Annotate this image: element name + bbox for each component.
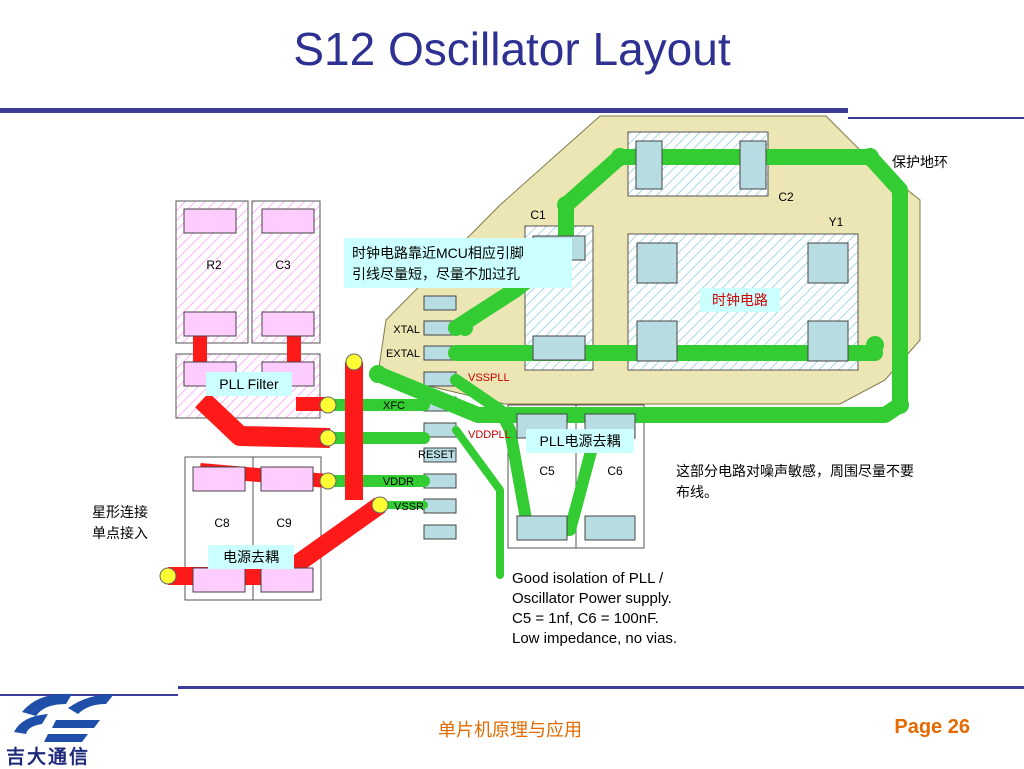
page-number: 26 (947, 716, 970, 738)
pin-reset-label: RESET (418, 449, 455, 461)
vias (159, 353, 389, 585)
noise-note-line1: 这部分电路对噪声敏感，周围尽量不要 (676, 463, 914, 479)
logo-text: 吉大通信 (6, 746, 91, 768)
jida-logo (14, 693, 114, 742)
pads (516, 140, 849, 541)
pin-vddr-label: VDDR (383, 476, 414, 488)
page-label: Page (894, 716, 943, 738)
pin-extal-label: EXTAL (386, 348, 420, 360)
pin-vsspll-label: VSSPLL (468, 372, 510, 384)
star-note-line1: 星形连接 (92, 504, 148, 520)
star-note-line2: 单点接入 (92, 525, 148, 541)
c5-label: C5 (539, 464, 555, 478)
isolation-note-line4: Low impedance, no vias. (512, 630, 677, 647)
pin-vddpll-label: VDDPLL (468, 429, 511, 441)
pll-decoupling-label: PLL电源去耦 (540, 433, 621, 449)
r2-label: R2 (206, 258, 222, 272)
green-vias (369, 148, 909, 414)
pll-filter-label: PLL Filter (219, 376, 279, 392)
isolation-note-line3: C5 = 1nf, C6 = 100nF. (512, 610, 659, 627)
clock-circuit-box (700, 288, 780, 312)
footer-rule (178, 686, 1024, 689)
c3-label: C3 (275, 258, 291, 272)
clock-note-box (344, 238, 572, 288)
header-rule-thin (848, 117, 1024, 119)
power-decoupling-label: 电源去耦 (223, 549, 279, 565)
footer-rule-thin (0, 694, 178, 696)
page-number-block: Page 26 (894, 716, 970, 739)
c6-label: C6 (607, 464, 623, 478)
course-title: 单片机原理与应用 (438, 720, 582, 741)
slide-title: S12 Oscillator Layout (293, 23, 731, 75)
isolation-note-line2: Oscillator Power supply. (512, 590, 672, 607)
pll-filter-box (206, 372, 292, 396)
guard-ring-label: 保护地环 (892, 154, 948, 170)
clock-note-line2: 引线尽量短，尽量不加过孔 (352, 266, 520, 282)
pink-pads (183, 208, 315, 593)
c8-label: C8 (214, 516, 230, 530)
c9-label: C9 (276, 516, 292, 530)
header-rule (0, 108, 848, 113)
pin-xfc-label: XFC (383, 400, 405, 412)
clock-note-line1: 时钟电路靠近MCU相应引脚 (352, 245, 524, 261)
pin-xtal-label: XTAL (393, 324, 420, 336)
c1-label: C1 (530, 208, 546, 222)
isolation-note-line1: Good isolation of PLL / (512, 570, 664, 587)
pll-decoupling-box (526, 429, 634, 453)
pin-vssr-label: VSSR (394, 501, 424, 513)
power-decoupling-box (208, 545, 294, 569)
c2-label: C2 (778, 190, 794, 204)
y1-label: Y1 (829, 215, 844, 229)
noise-note-line2: 布线。 (676, 484, 718, 500)
clock-circuit-label: 时钟电路 (712, 292, 768, 308)
